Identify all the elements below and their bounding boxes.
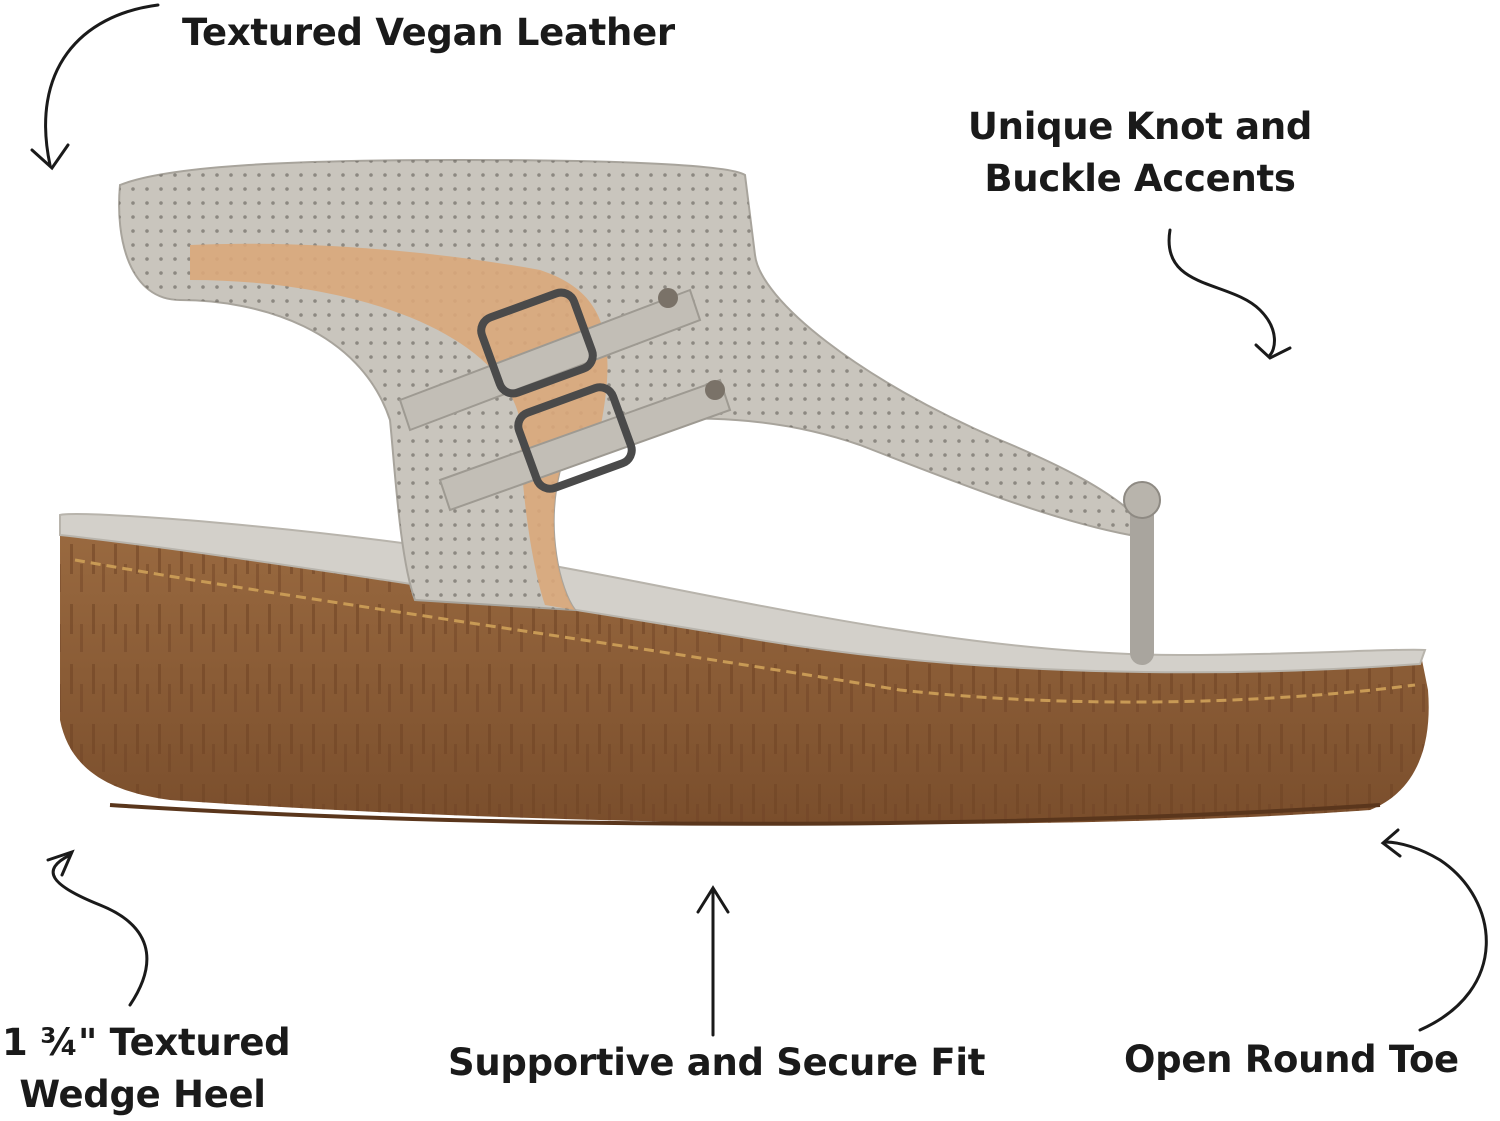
arrow-wedge-icon bbox=[46, 849, 149, 1007]
callout-fit: Supportive and Secure Fit bbox=[448, 1041, 986, 1084]
callout-toe: Open Round Toe bbox=[1124, 1038, 1459, 1081]
wedge-sole bbox=[60, 525, 1429, 826]
sandal-upper bbox=[118, 158, 1142, 612]
rivet-top bbox=[658, 288, 678, 308]
callout-knot-line2: Buckle Accents bbox=[984, 157, 1296, 200]
buckle-bottom bbox=[514, 383, 636, 493]
rivet-bottom bbox=[705, 380, 725, 400]
callout-knot-line1: Unique Knot and bbox=[967, 105, 1313, 148]
arrow-fit-icon bbox=[696, 885, 730, 1037]
toe-post bbox=[1123, 481, 1161, 665]
callout-wedge-line1: 1 ¾" Textured bbox=[2, 1021, 291, 1064]
lining bbox=[190, 243, 608, 610]
callout-leather: Textured Vegan Leather bbox=[182, 11, 675, 54]
buckle-top bbox=[477, 288, 597, 398]
buckle-straps bbox=[398, 288, 732, 512]
arrow-knot-icon bbox=[1167, 228, 1292, 360]
callout-wedge-line2: Wedge Heel bbox=[19, 1073, 266, 1116]
arrow-leather-icon bbox=[30, 3, 160, 171]
arrow-toe-icon bbox=[1380, 828, 1488, 1032]
